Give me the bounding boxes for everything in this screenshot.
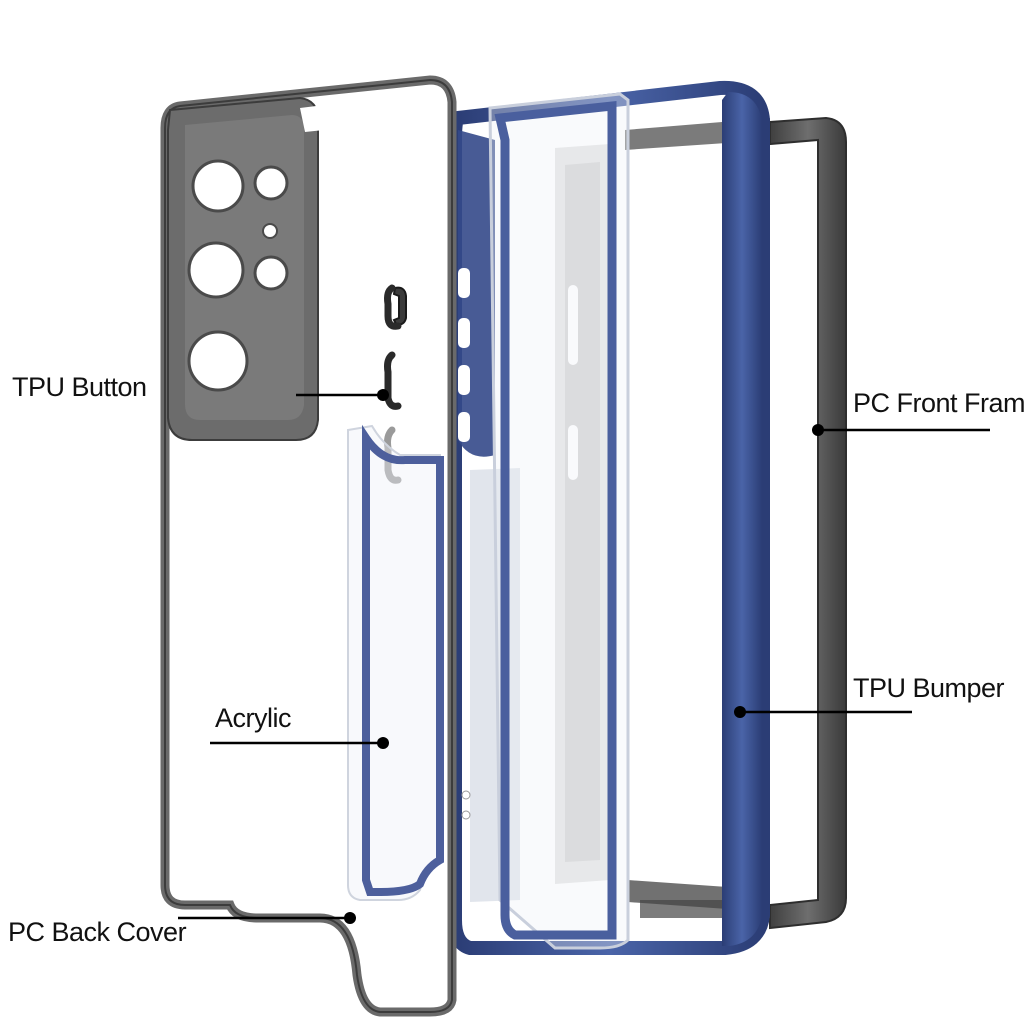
leader-tpu-bumper: [734, 706, 912, 718]
acrylic-panel: [488, 92, 630, 950]
pc-back-cover: [160, 75, 457, 1017]
leader-tpu-button: [296, 389, 389, 401]
camera-lens-3: [187, 241, 245, 299]
leader-pc-back-cover: [178, 912, 356, 924]
leader-acrylic: [210, 737, 389, 749]
camera-lens-1: [191, 159, 245, 213]
label-tpu-bumper: TPU Bumper: [853, 673, 1005, 703]
camera-lens-5: [187, 330, 249, 392]
camera-sensor: [262, 223, 278, 239]
label-pc-front-frame: PC Front Frame: [853, 388, 1024, 418]
label-pc-back-cover: PC Back Cover: [8, 917, 187, 947]
tpu-bumper: [448, 80, 770, 955]
camera-lens-2: [253, 165, 289, 201]
label-acrylic: Acrylic: [215, 703, 292, 733]
tpu-buttons: [384, 284, 407, 484]
camera-lens-4: [253, 255, 289, 291]
acrylic-inner-outline: [347, 424, 444, 901]
button-slot-2: [568, 425, 578, 480]
label-tpu-button: TPU Button: [12, 372, 147, 402]
button-slot-1: [568, 285, 578, 365]
leader-pc-front-frame: [812, 424, 990, 436]
